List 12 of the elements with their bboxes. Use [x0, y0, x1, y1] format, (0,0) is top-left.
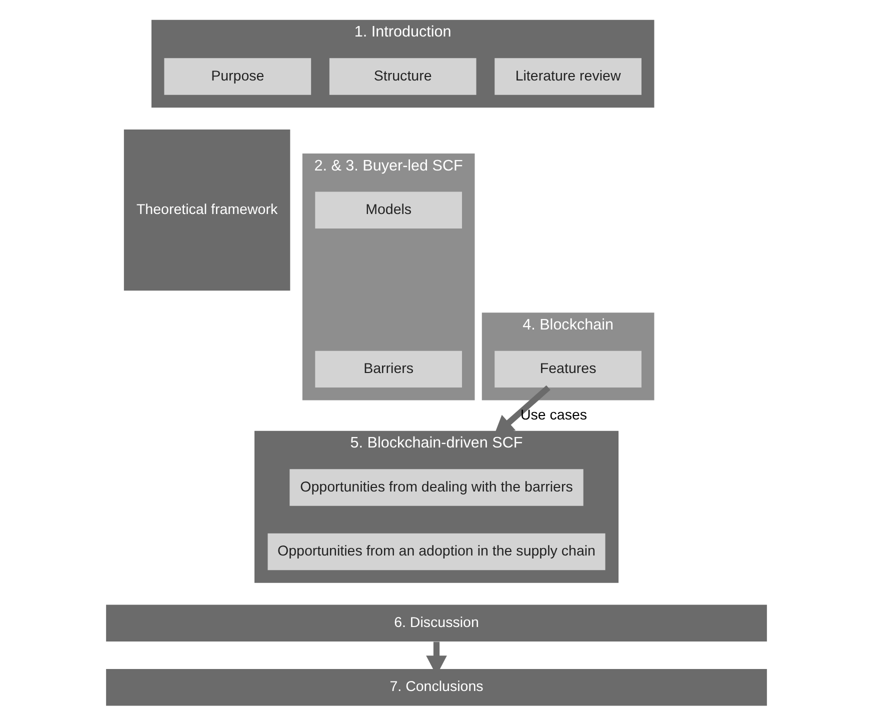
node-box: Literature review — [494, 58, 641, 95]
node-box: 6. Discussion — [106, 604, 766, 642]
node-box: Opportunities from an adoption in the supply chain — [267, 533, 605, 570]
node-box: 7. Conclusions — [106, 669, 766, 706]
edge-label: Use cases — [520, 407, 587, 424]
node-box: Features — [494, 350, 641, 388]
node-box: Structure — [328, 58, 476, 95]
node-box: Theoretical framework — [123, 130, 290, 291]
node-box: Purpose — [164, 58, 311, 95]
node-box: Models — [314, 192, 462, 228]
node-box: Opportunities from dealing with the barriers — [289, 469, 583, 506]
node-box: Barriers — [314, 350, 462, 388]
